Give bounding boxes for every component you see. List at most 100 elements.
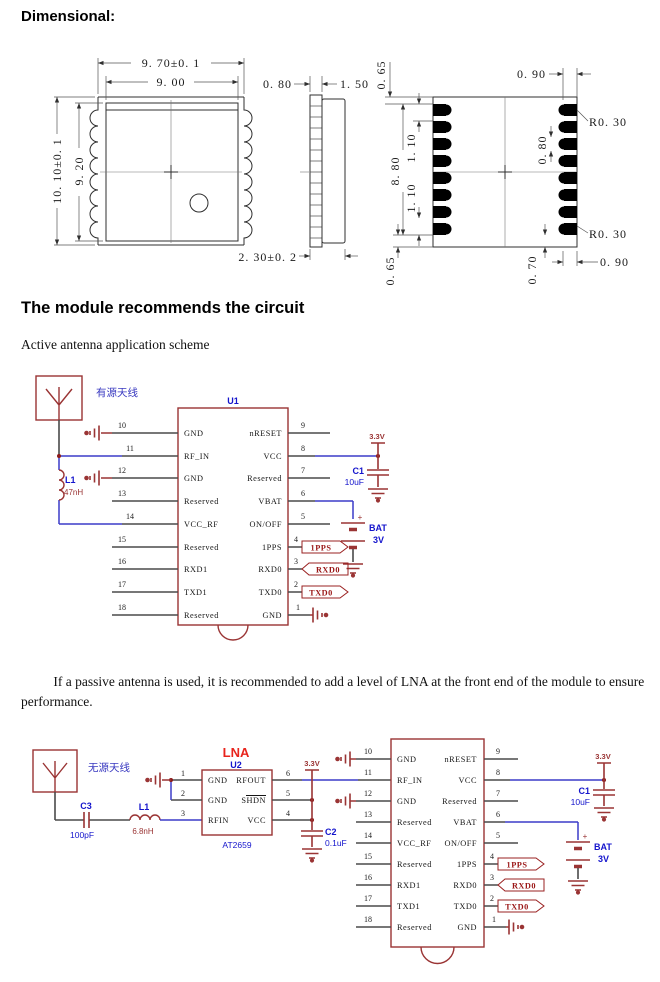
side-view-dimensions: 0. 80 1. 50 2. 30±0. 2 [238, 76, 368, 264]
back-view-dimensions: 0. 65 8. 80 1. 10 1. 10 0. 65 0. 90 R0. … [374, 61, 628, 286]
c3-ref: C3 [80, 801, 92, 811]
lna-chip [201, 769, 273, 836]
pin-name: Reserved [397, 860, 432, 869]
pin-number: 3 [294, 557, 298, 566]
net-label: 1PPS [507, 861, 528, 870]
net-tag-rxd0: RXD0 [497, 878, 545, 892]
pin-name: GND [208, 796, 227, 805]
pin-name: RXD0 [453, 881, 477, 890]
capacitor-c1: C1 10uF [345, 456, 389, 503]
module-right-pin-numbers: 9 8 7 6 5 4 3 2 1 [490, 747, 500, 924]
pin-name: Reserved [184, 543, 219, 552]
antenna-symbol [32, 749, 78, 793]
section-title: The module recommends the circuit [21, 299, 305, 317]
pin-name: GND [458, 923, 477, 932]
lna-pin-numbers: 1 2 3 6 5 4 [181, 769, 290, 818]
pin-number: 14 [364, 831, 372, 840]
antenna-label: 有源天线 [96, 386, 138, 399]
dim-back-offset-bottom: 0. 70 [525, 256, 539, 285]
l1-ref: L1 [139, 802, 150, 812]
pin-number: 2 [181, 789, 185, 798]
dim-back-radius-bottom: R0. 30 [589, 227, 627, 241]
input-match-network [54, 792, 202, 828]
pin-number: 6 [496, 810, 500, 819]
front-view-dimensions: 9. 70±0. 1 9. 00 10. 10±0. 1 9. 20 [50, 56, 245, 246]
net-label: 1PPS [311, 544, 332, 553]
rail-label: 3.3V [369, 432, 384, 441]
net-tag-1pps: 1PPS [301, 540, 349, 554]
passive-antenna-note: If a passive antenna is used, it is reco… [21, 674, 645, 710]
module-left-pin-names: GND RF_IN GND Reserved VCC_RF Reserved R… [184, 429, 219, 620]
c3-value: 100pF [70, 830, 94, 840]
module-right-pin-names: nRESET VCC Reserved VBAT ON/OFF 1PPS RXD… [442, 755, 477, 932]
passive-antenna-schematic: 无源天线 C3 100pF L1 6.8nH LNA U2 AT2659 1 [32, 738, 615, 965]
pin-number: 2 [490, 894, 494, 903]
module-right-pin-numbers: 9 8 7 6 5 4 3 2 1 [294, 421, 305, 612]
capacitor-c2: C2 0.1uF [301, 827, 347, 863]
front-view [89, 96, 253, 246]
dim-back-pitch-top: 1. 10 [404, 134, 418, 163]
dim-front-width-inner: 9. 00 [157, 75, 186, 89]
pin-number: 16 [364, 873, 372, 882]
pin-name: RF_IN [184, 452, 210, 461]
dim-back-pad-width-top: 0. 90 [517, 67, 546, 81]
dim-back-margin-bottom: 0. 65 [383, 257, 397, 286]
battery-value: 3V [373, 535, 384, 545]
net-tag-txd0: TXD0 [497, 899, 545, 913]
pin-name: Reserved [442, 797, 477, 806]
battery-plus: + [583, 832, 588, 841]
pin-name: GND [184, 474, 203, 483]
dim-back-margin-top: 0. 65 [374, 61, 388, 90]
pin-number: 17 [364, 894, 372, 903]
castellation-pads-left [433, 104, 452, 235]
pin-name: TXD1 [184, 588, 207, 597]
dim-front-height-inner: 9. 20 [72, 157, 86, 186]
dim-back-pad-height: 0. 80 [535, 136, 549, 165]
ground-icon [506, 919, 525, 935]
net-tag-rxd0: RXD0 [301, 562, 349, 576]
pin-name: TXD1 [397, 902, 420, 911]
pin-number: 7 [301, 466, 305, 475]
active-scheme-caption: Active antenna application scheme [21, 337, 210, 352]
pin-number: 4 [294, 535, 298, 544]
pin-number: 5 [301, 512, 305, 521]
power-rail-3v3: 3.3V [595, 752, 611, 780]
battery-plus: + [358, 513, 363, 522]
lna-part-number: AT2659 [222, 840, 251, 850]
dim-back-span: 8. 80 [388, 157, 402, 186]
pin-number: 6 [301, 489, 305, 498]
page-title: Dimensional: [21, 8, 116, 25]
pin-name: GND [184, 429, 203, 438]
net-tag-1pps: 1PPS [497, 857, 545, 871]
ground-icon [335, 751, 356, 767]
back-view [432, 96, 578, 248]
pin-name: 1PPS [457, 860, 477, 869]
pin-number: 14 [126, 512, 134, 521]
pin-name: RF_IN [397, 776, 423, 785]
pin-name: TXD0 [259, 588, 282, 597]
pin-name: VCC_RF [184, 520, 218, 529]
lna-pin-names: GND GND RFIN RFOUT SHDN VCC [208, 776, 266, 825]
dim-front-height-outer: 10. 10±0. 1 [50, 138, 64, 204]
module-right-wiring [484, 758, 606, 928]
c1-value: 10uF [571, 797, 590, 807]
pin-number: 5 [286, 789, 290, 798]
ground-icon [310, 607, 329, 623]
pin-name: Reserved [397, 818, 432, 827]
pin-name: ON/OFF [444, 839, 477, 848]
pin-name: RXD1 [397, 881, 421, 890]
pin-name: Reserved [397, 923, 432, 932]
c2-value: 0.1uF [325, 838, 347, 848]
pin-number: 12 [364, 789, 372, 798]
pin-number: 1 [296, 603, 300, 612]
ground-icon [302, 848, 322, 863]
pin-number: 2 [294, 580, 298, 589]
lna-right-wiring: 3.3V [272, 759, 391, 830]
ground-icon [568, 880, 588, 895]
module-right-wiring [288, 432, 380, 616]
pin-number: 13 [118, 489, 126, 498]
pin-name: GND [397, 797, 416, 806]
pin-number: 10 [118, 421, 126, 430]
module-left-pin-numbers: 10 11 12 13 14 15 16 17 18 [118, 421, 134, 612]
